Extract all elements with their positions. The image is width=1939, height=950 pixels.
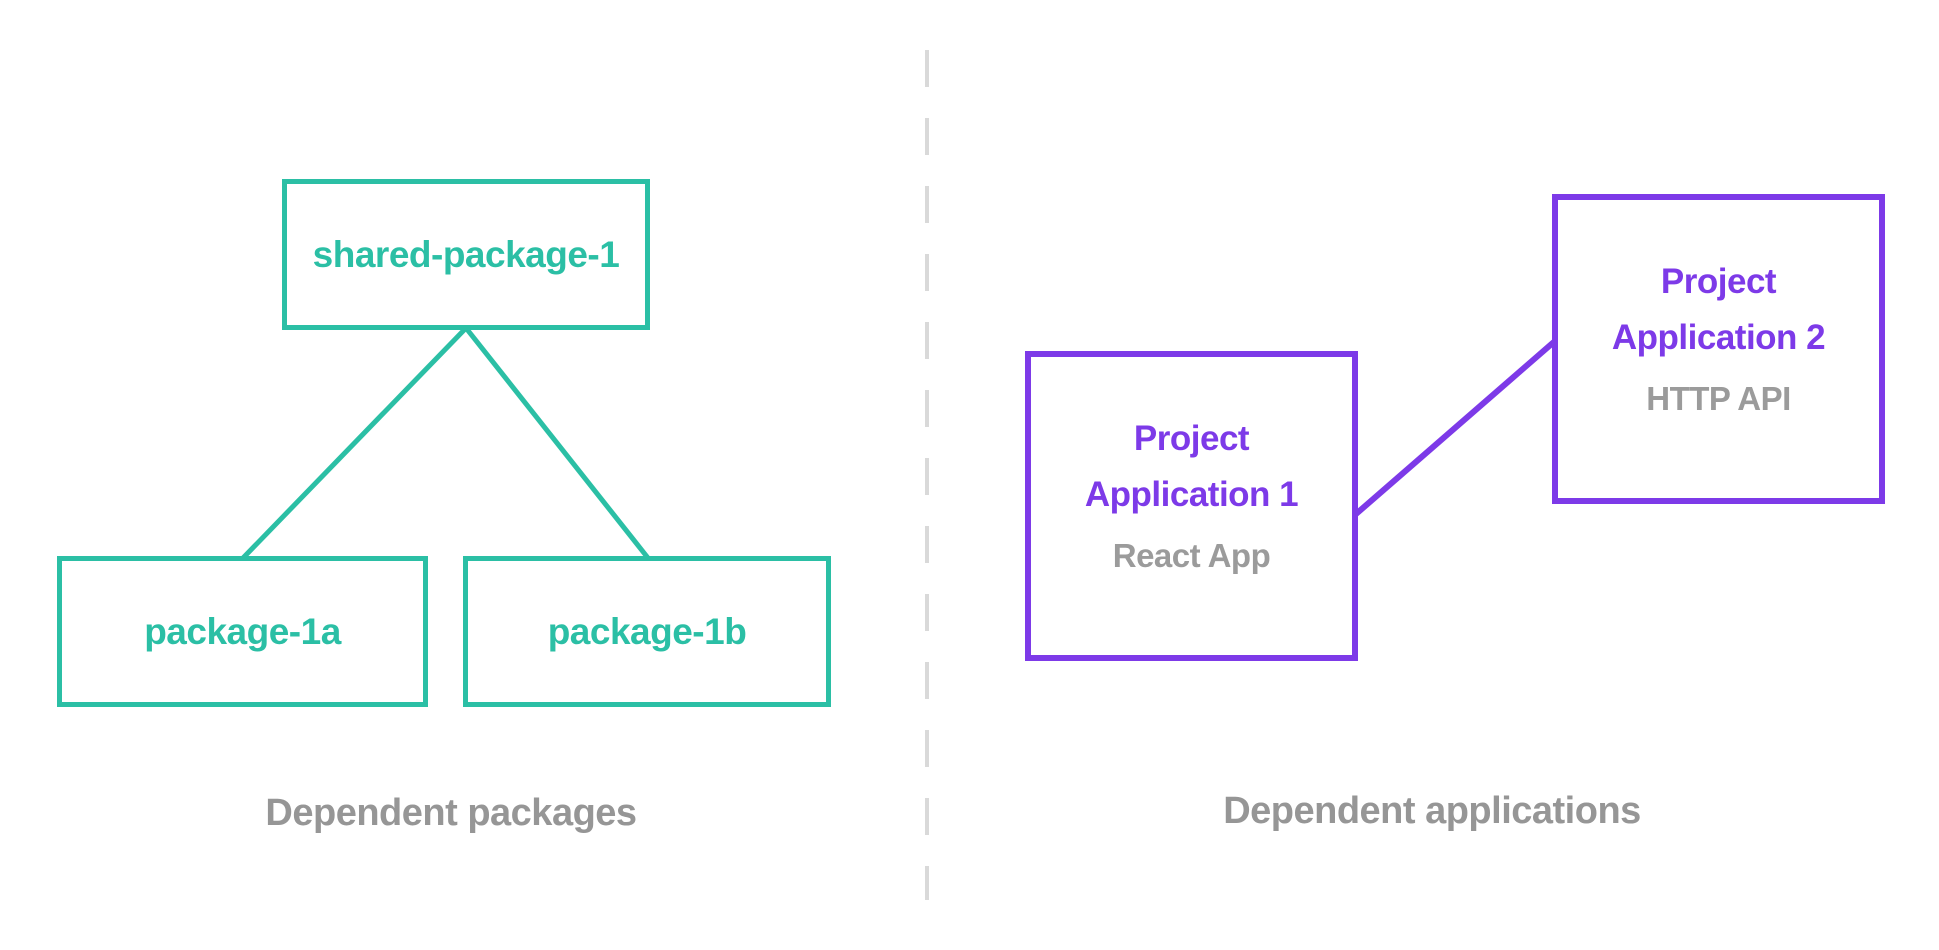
left-panel-caption: Dependent packages — [265, 792, 637, 834]
node-package-1b: package-1b — [463, 556, 831, 707]
edge-app1-to-app2 — [1354, 338, 1557, 517]
node-label: shared-package-1 — [312, 233, 620, 275]
edge-shared-to-package-1b — [464, 326, 650, 560]
node-subtitle: React App — [1112, 537, 1271, 574]
edge-shared-to-package-1a — [241, 326, 468, 560]
node-label: package-1b — [547, 610, 747, 652]
node-title-line-2: Application 2 — [1611, 318, 1826, 357]
node-title-line-1: Project — [1660, 262, 1777, 301]
node-shared-package-1: shared-package-1 — [282, 179, 650, 330]
node-project-application-1: Project Application 1 React App — [1025, 351, 1358, 661]
node-label: package-1a — [144, 610, 341, 652]
node-title-line-2: Application 1 — [1084, 475, 1299, 514]
node-package-1a: package-1a — [57, 556, 428, 707]
node-project-application-2: Project Application 2 HTTP API — [1552, 194, 1885, 504]
node-title-line-1: Project — [1133, 419, 1250, 458]
panel-divider-dashed-line — [925, 50, 929, 900]
right-panel-caption: Dependent applications — [1223, 790, 1641, 832]
node-subtitle: HTTP API — [1646, 380, 1791, 417]
